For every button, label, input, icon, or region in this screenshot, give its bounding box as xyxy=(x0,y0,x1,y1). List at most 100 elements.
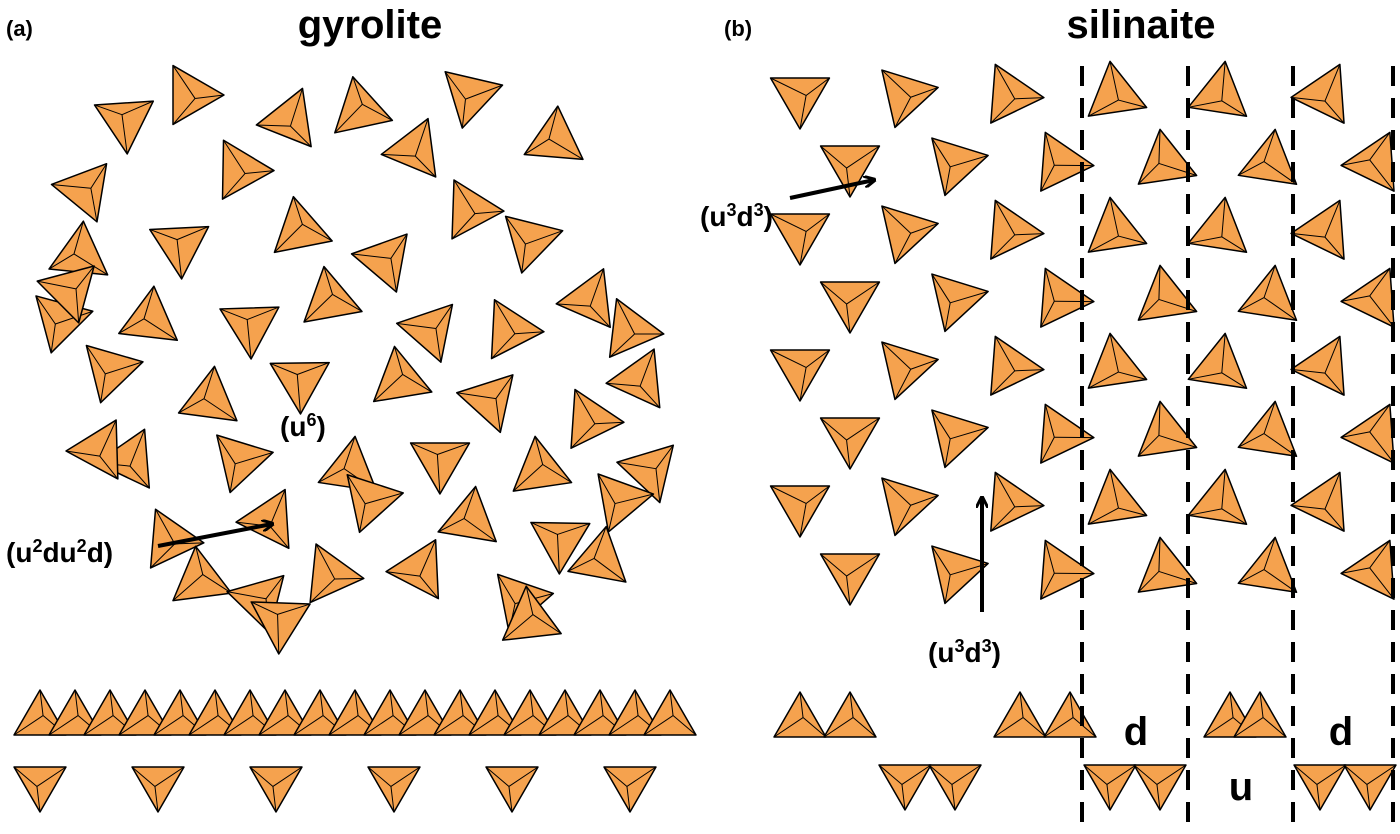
tetrahedron-edge xyxy=(589,268,605,307)
tetrahedron-edge xyxy=(396,322,436,329)
tetrahedron-edge xyxy=(491,333,516,359)
tetrahedron-edge xyxy=(1369,268,1391,297)
tetrahedron-edge xyxy=(1040,300,1055,328)
tetrahedron-edge xyxy=(881,341,912,370)
tetrahedron-edge xyxy=(1188,372,1222,380)
tetrahedron-edge xyxy=(894,97,912,128)
tetrahedron-edge xyxy=(179,689,184,716)
tetrahedron-edge xyxy=(497,574,516,604)
tetrahedron-edge xyxy=(495,374,514,399)
tetrahedron-edge xyxy=(277,603,311,615)
tetrahedron-edge xyxy=(1133,764,1158,785)
tetrahedron-edge xyxy=(990,506,1016,532)
tetrahedron-edge xyxy=(805,77,830,96)
tetrahedron-edge xyxy=(820,553,847,577)
tetrahedron-edge xyxy=(512,464,544,492)
silinaite-tetrahedron xyxy=(1237,400,1298,458)
tetrahedron-edge xyxy=(1069,691,1074,718)
tetrahedron-edge xyxy=(910,494,939,506)
tetrahedron-edge xyxy=(129,429,146,467)
tetrahedron-edge xyxy=(655,468,661,503)
tetrahedron-edge xyxy=(805,349,830,368)
tetrahedron-edge xyxy=(118,318,145,334)
tetrahedron-edge xyxy=(424,689,429,716)
tetrahedron-edge xyxy=(351,253,391,259)
tetrahedron-edge xyxy=(931,409,951,440)
tetrahedron-edge xyxy=(456,392,497,400)
tetrahedron-edge xyxy=(121,100,154,116)
tetrahedron-edge xyxy=(153,715,184,736)
tetrahedron-edge xyxy=(272,766,303,787)
tetrahedron-edge xyxy=(1369,431,1395,464)
tetrahedron-edge xyxy=(901,764,932,785)
tetrahedron-edge xyxy=(36,786,41,813)
silinaite-tetrahedron xyxy=(1237,536,1298,594)
tetrahedron-edge xyxy=(1138,163,1160,185)
tetrahedron-edge xyxy=(931,545,951,576)
tetrahedron-edge xyxy=(951,764,982,785)
tetrahedron-edge xyxy=(13,766,38,787)
tetrahedron-edge xyxy=(639,348,655,387)
tetrahedron-edge xyxy=(463,518,497,543)
silinaite-sheet-side-view xyxy=(773,691,1397,811)
tetrahedron-edge xyxy=(593,526,607,559)
tetrahedron-edge xyxy=(1040,436,1055,464)
gyrolite-sheet-top-view xyxy=(35,64,675,655)
tetrahedron-edge xyxy=(1158,298,1197,312)
gyrolite-tetrahedron xyxy=(437,485,497,543)
tetrahedron-edge xyxy=(1221,100,1247,117)
tetrahedron-edge xyxy=(1156,784,1161,811)
tetrahedron-edge xyxy=(594,421,624,425)
tetrahedron-edge xyxy=(414,155,437,178)
tetrahedron-edge xyxy=(548,138,584,160)
tetrahedron-edge xyxy=(36,766,67,787)
tetrahedron-edge xyxy=(365,492,404,505)
tetrahedron-edge xyxy=(74,689,79,716)
silinaite-tetrahedron xyxy=(1340,131,1395,192)
silinaite-tetrahedron xyxy=(1040,267,1095,328)
layer-label-d-left: d xyxy=(1124,710,1148,754)
tetrahedron-edge xyxy=(849,691,854,718)
tetrahedron-edge xyxy=(523,138,550,155)
tetrahedron-edge xyxy=(567,557,595,572)
gyrolite-tetrahedron xyxy=(567,525,627,583)
tetrahedron-edge xyxy=(1238,433,1265,448)
tetrahedron-edge xyxy=(461,99,466,129)
tetrahedron-edge xyxy=(1221,508,1247,525)
tetrahedron-edge xyxy=(542,464,572,483)
tetrahedron-edge xyxy=(410,442,438,455)
silinaite-arrow-top xyxy=(789,180,874,200)
gyrolite-tetrahedron xyxy=(50,162,108,223)
tetrahedron-edge xyxy=(1291,96,1326,102)
tetrahedron-edge xyxy=(246,319,252,360)
tetrahedron-edge xyxy=(272,786,277,813)
tetrahedron-edge xyxy=(343,436,356,469)
tetrahedron-edge xyxy=(1233,717,1264,738)
tetrahedron-edge xyxy=(143,318,178,341)
tetrahedron-edge xyxy=(1118,235,1147,244)
tetrahedron-edge xyxy=(172,98,196,125)
tetrahedron-edge xyxy=(354,689,359,716)
tetrahedron-edge xyxy=(195,546,204,575)
tetrahedron-edge xyxy=(1316,764,1347,785)
tetrahedron-edge xyxy=(928,764,953,785)
tetrahedron-edge xyxy=(994,472,1016,508)
tetrahedron-edge xyxy=(109,689,114,716)
tetrahedron-edge xyxy=(219,308,248,321)
silinaite-sheet-top-view xyxy=(769,60,1395,606)
tetrahedron-edge xyxy=(1324,200,1341,238)
tetrahedron-edge xyxy=(1014,505,1044,508)
tetrahedron-edge xyxy=(75,265,95,290)
tetrahedron-edge xyxy=(846,303,851,334)
tetrahedron-edge xyxy=(1158,265,1161,300)
tetrahedron-edge xyxy=(1324,336,1341,374)
tetrahedron-edge xyxy=(363,715,394,736)
tetrahedron-edge xyxy=(362,103,393,121)
silinaite-tetrahedron xyxy=(1237,128,1298,186)
tetrahedron-edge xyxy=(256,124,291,127)
tetrahedron-edge xyxy=(99,419,117,457)
panel-b-tag: (b) xyxy=(724,16,752,41)
tetrahedron-edge xyxy=(616,461,657,470)
gyrolite-tetrahedron xyxy=(219,306,280,360)
tetrahedron-edge xyxy=(1088,371,1119,389)
